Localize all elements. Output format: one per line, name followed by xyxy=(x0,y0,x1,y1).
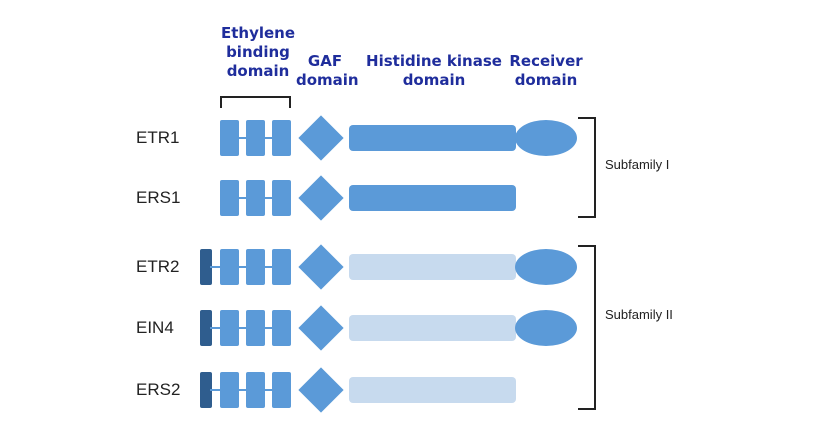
transmembrane-segment xyxy=(246,180,265,216)
bracket-top xyxy=(578,245,596,247)
transmembrane-segment xyxy=(246,372,265,408)
histidine-kinase-domain xyxy=(349,125,516,151)
receiver-domain xyxy=(515,249,577,285)
histidine-kinase-header: Histidine kinase domain xyxy=(355,52,513,90)
transmembrane-segment xyxy=(272,372,291,408)
histidine-kinase-domain xyxy=(349,377,516,403)
transmembrane-segment xyxy=(246,310,265,346)
gaf-domain xyxy=(298,175,344,221)
header-line: domain xyxy=(226,62,290,80)
header-line: Ethylene xyxy=(220,24,296,42)
histidine-kinase-domain xyxy=(349,315,516,341)
header-line: domain xyxy=(296,71,359,89)
receiver-domain xyxy=(515,310,577,346)
subfamily-label: Subfamily II xyxy=(605,307,673,322)
bracket-bottom xyxy=(578,216,596,218)
gaf-header: GAF domain xyxy=(296,52,359,90)
header-line: binding xyxy=(226,43,290,61)
header-line: GAF xyxy=(307,52,343,70)
transmembrane-segment xyxy=(246,249,265,285)
n-terminal-anchor xyxy=(200,249,212,285)
ethylene-bracket-right xyxy=(289,96,291,108)
transmembrane-segment xyxy=(272,310,291,346)
ethylene-binding-header: Ethylene binding domain xyxy=(208,24,308,81)
gaf-domain xyxy=(298,115,344,161)
bracket-side xyxy=(594,117,596,218)
receptor-label: EIN4 xyxy=(136,318,174,337)
transmembrane-segment xyxy=(272,180,291,216)
gaf-domain xyxy=(298,305,344,351)
receptor-label: ETR2 xyxy=(136,257,180,276)
histidine-kinase-domain xyxy=(349,254,516,280)
header-line: domain xyxy=(514,71,578,89)
transmembrane-segment xyxy=(220,120,239,156)
ethylene-bracket-left xyxy=(220,96,222,108)
bracket-side xyxy=(594,245,596,410)
receptor-label: ERS2 xyxy=(136,380,181,399)
transmembrane-segment xyxy=(272,249,291,285)
header-line: domain xyxy=(402,71,466,89)
receptor-label: ERS1 xyxy=(136,188,181,207)
gaf-domain xyxy=(298,244,344,290)
subfamily-label: Subfamily I xyxy=(605,157,670,172)
receiver-header: Receiver domain xyxy=(506,52,586,90)
transmembrane-segment xyxy=(220,372,239,408)
bracket-bottom xyxy=(578,408,596,410)
header-line: Histidine kinase xyxy=(366,52,502,70)
histidine-kinase-domain xyxy=(349,185,516,211)
bracket-top xyxy=(578,117,596,119)
transmembrane-segment xyxy=(220,310,239,346)
gaf-domain xyxy=(298,367,344,413)
ethylene-bracket-top xyxy=(220,96,291,98)
transmembrane-segment xyxy=(220,180,239,216)
n-terminal-anchor xyxy=(200,372,212,408)
transmembrane-segment xyxy=(272,120,291,156)
receptor-label: ETR1 xyxy=(136,128,180,147)
header-line: Receiver xyxy=(509,52,583,70)
transmembrane-segment xyxy=(220,249,239,285)
receiver-domain xyxy=(515,120,577,156)
n-terminal-anchor xyxy=(200,310,212,346)
transmembrane-segment xyxy=(246,120,265,156)
